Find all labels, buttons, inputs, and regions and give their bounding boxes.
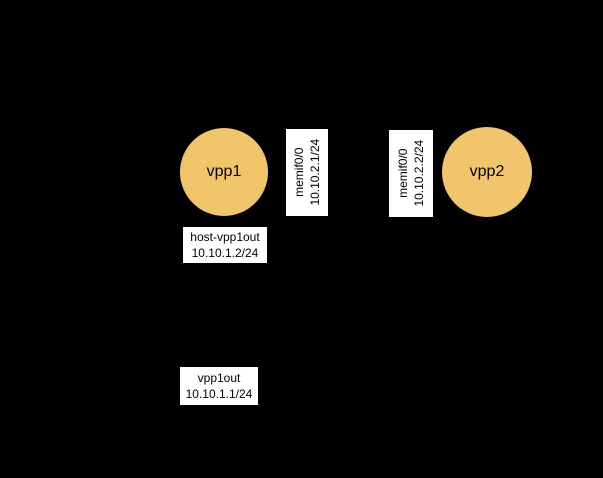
node-vpp2: vpp2	[442, 127, 532, 217]
interface-label-host-vpp1out-text: host-vpp1out 10.10.1.2/24	[190, 229, 259, 261]
interface-name: memif0/0	[395, 148, 410, 199]
interface-address: 10.10.1.2/24	[191, 246, 259, 260]
interface-name: host-vpp1out	[190, 229, 260, 244]
interface-label-memif-vpp1: memif0/0 10.10.2.1/24	[286, 129, 328, 216]
node-vpp2-label: vpp2	[469, 163, 505, 180]
interface-label-vpp1out-text: vpp1out 10.10.1.1/24	[186, 370, 253, 402]
interface-label-memif-vpp1-text: memif0/0 10.10.2.1/24	[291, 139, 323, 206]
interface-label-memif-vpp2: memif0/0 10.10.2.2/24	[389, 130, 433, 217]
node-vpp1-label: vpp1	[206, 163, 242, 180]
interface-label-host-vpp1out: host-vpp1out 10.10.1.2/24	[183, 227, 267, 263]
interface-address: 10.10.2.2/24	[412, 140, 427, 207]
interface-name: vpp1out	[197, 370, 241, 385]
interface-address: 10.10.2.1/24	[308, 139, 323, 206]
node-vpp1: vpp1	[180, 128, 268, 216]
interface-name: memif0/0	[291, 147, 306, 198]
interface-address: 10.10.1.1/24	[185, 387, 253, 401]
interface-label-memif-vpp2-text: memif0/0 10.10.2.2/24	[395, 140, 427, 207]
interface-label-vpp1out: vpp1out 10.10.1.1/24	[180, 367, 258, 405]
